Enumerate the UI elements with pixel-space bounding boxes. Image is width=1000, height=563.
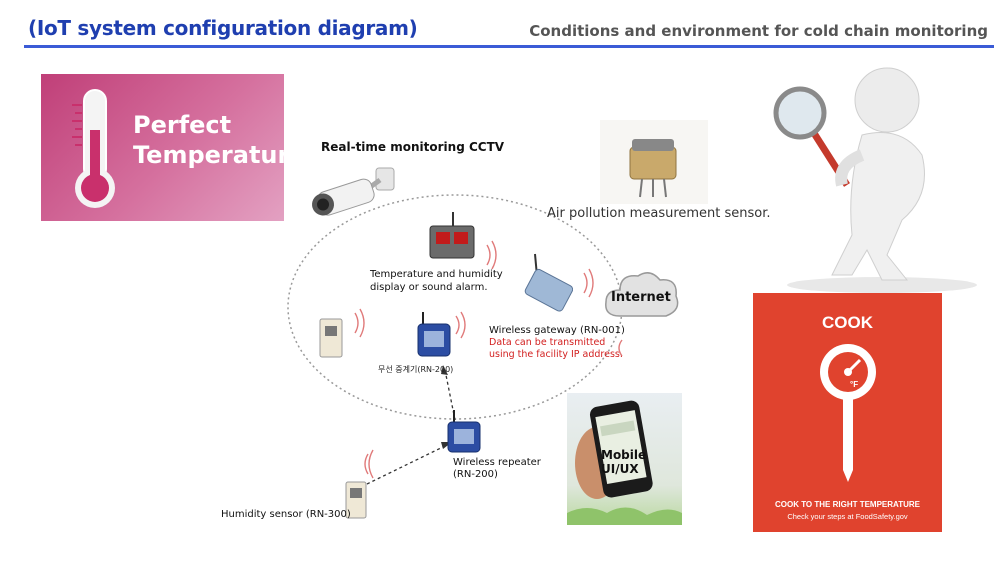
display-label: Temperature and humidity display or soun…	[370, 268, 503, 294]
mobile-label: Mobile UI/UX	[601, 448, 646, 476]
cook-title: COOK	[822, 313, 873, 332]
display-label-line1: Temperature and humidity	[370, 269, 503, 280]
cook-footer-line2: Check your steps at FoodSafety.gov	[787, 512, 908, 521]
header-divider	[24, 45, 994, 48]
inner-repeater-icon	[417, 312, 451, 357]
wireless-repeater-label: Wireless repeater (RN-200)	[453, 457, 541, 481]
cctv-label: Real-time monitoring CCTV	[321, 140, 505, 154]
internet-cloud-icon	[605, 272, 679, 317]
display-label-line2: display or sound alarm.	[370, 282, 488, 293]
diagram-title: (IoT system configuration diagram)	[28, 16, 418, 40]
wireless-repeater-line1: Wireless repeater	[453, 457, 541, 468]
cook-footer-line1: COOK TO THE RIGHT TEMPERATURE	[774, 500, 921, 509]
cctv-camera-icon	[312, 167, 395, 216]
smartphone-icon	[567, 400, 682, 525]
mobile-label-line1: Mobile	[601, 448, 647, 462]
wireless-repeater-line2: (RN-200)	[453, 469, 498, 480]
inner-repeater-label: 무선 중계기(RN-200)	[378, 365, 454, 374]
perfect-temperature-text: Perfect Temperature	[133, 110, 306, 170]
wall-sensor-icon	[319, 318, 343, 358]
gateway-device-icon	[524, 253, 573, 312]
gateway-note-line1: Data can be transmitted	[489, 337, 606, 348]
gateway-label: Wireless gateway (RN-001)	[489, 325, 625, 336]
air-sensor-icon	[629, 139, 677, 198]
perfect-line2: Temperature	[133, 141, 306, 169]
page-subtitle: Conditions and environment for cold chai…	[529, 22, 988, 40]
internet-label: Internet	[611, 290, 671, 305]
mobile-label-line2: UI/UX	[601, 462, 639, 476]
food-thermometer-icon	[820, 344, 876, 482]
display-device-icon	[429, 212, 475, 259]
perfect-line1: Perfect	[133, 111, 232, 139]
thermometer-icon	[72, 89, 115, 208]
humidity-sensor-label: Humidity sensor (RN-300)	[221, 509, 351, 520]
wireless-repeater-icon	[447, 410, 481, 453]
humidity-sensor-icon	[345, 481, 367, 519]
gateway-note-line2: using the facility IP address.	[489, 349, 623, 360]
cook-unit: °F	[850, 380, 859, 389]
gateway-note: Data can be transmitted using the facili…	[489, 337, 623, 361]
air-sensor-label: Air pollution measurement sensor.	[547, 206, 771, 221]
magnifier-figure-icon	[773, 67, 977, 293]
